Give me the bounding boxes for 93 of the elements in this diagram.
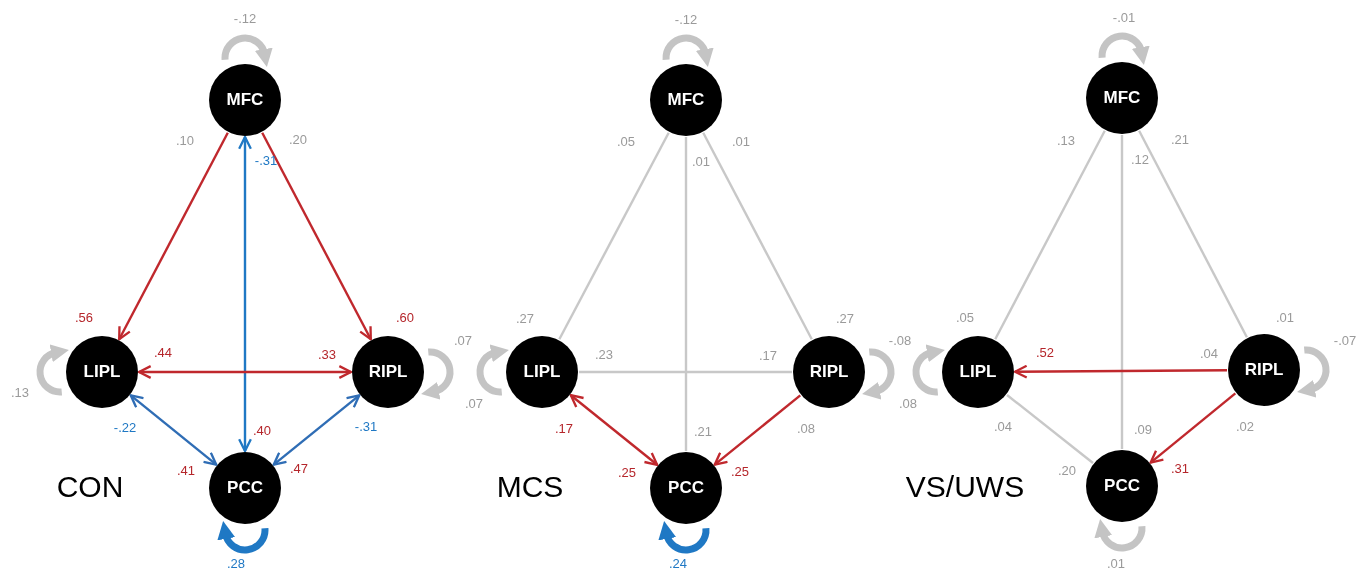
region-node: RIPL [1228,334,1300,406]
path-coefficient: .05 [955,310,975,324]
self-loop-arrow [1094,519,1146,552]
self-loop-arrow [217,521,269,554]
self-loop-arrow [1297,346,1330,398]
path-coefficient: .41 [176,463,196,477]
path-coefficient: .04 [993,419,1013,433]
self-loop-arrow [658,521,710,554]
group-label: CON [56,472,124,502]
path-coefficient: .02 [1235,419,1255,433]
path-coefficient: .60 [395,310,415,324]
edge-label: .28 [226,556,246,570]
path-coefficient: .20 [288,132,308,146]
path-coefficient: .25 [617,465,637,479]
edge-label: -.12 [674,12,698,26]
region-node: MFC [209,64,281,136]
path-coefficient: .10 [175,133,195,147]
edge-label: -.08 [888,333,912,347]
connection-line [702,132,813,340]
path-coefficient: .47 [289,461,309,475]
self-loop-arrow [662,34,714,67]
path-coefficient: .21 [1170,132,1190,146]
path-coefficient: .17 [554,421,574,435]
connection-line [994,130,1106,340]
region-node: LIPL [66,336,138,408]
path-coefficient: .27 [515,311,535,325]
arrow [129,394,218,466]
path-coefficient: .08 [796,421,816,435]
self-loop-arrow [476,344,509,396]
connection-line [1120,135,1124,449]
region-node: PCC [209,452,281,524]
edge-label: .01 [1106,556,1126,570]
path-coefficient: -.31 [354,419,378,433]
path-coefficient: .01 [1275,310,1295,324]
path-coefficient: .44 [153,345,173,359]
region-node: RIPL [793,336,865,408]
path-coefficient: .12 [1130,152,1150,166]
region-node: LIPL [942,336,1014,408]
region-node: LIPL [506,336,578,408]
arrow [238,135,252,453]
path-coefficient: .04 [1199,346,1219,360]
path-coefficient: .31 [1170,461,1190,475]
region-node: PCC [1086,450,1158,522]
group-label: VS/UWS [905,472,1025,502]
path-coefficient: .01 [691,154,711,168]
self-loop-arrow [1098,32,1150,65]
region-node: PCC [650,452,722,524]
edge-label: .24 [668,556,688,570]
connection-line [1138,130,1248,338]
path-coefficient: .56 [74,310,94,324]
connection-line [558,132,670,340]
path-coefficient: .23 [594,347,614,361]
group-label: MCS [496,472,564,502]
arrow [118,132,229,341]
edge-label: -.01 [1112,10,1136,24]
path-coefficient: .52 [1035,345,1055,359]
self-loop-arrow [862,348,895,400]
path-coefficient: -.22 [113,420,137,434]
arrow [713,394,802,466]
path-coefficient: .21 [693,424,713,438]
path-coefficient: .01 [731,134,751,148]
self-loop-arrow [36,344,69,396]
path-coefficient: .20 [1057,463,1077,477]
edge-label: -.07 [1333,333,1357,347]
region-node: RIPL [352,336,424,408]
self-loop-arrow [221,34,273,67]
self-loop-arrow [421,348,454,400]
edge-label: .07 [464,396,484,410]
connection-line [579,370,792,374]
self-loop-arrow [912,344,945,396]
path-coefficient: .09 [1133,422,1153,436]
edge-label: -.12 [233,11,257,25]
edge-label: .13 [10,385,30,399]
path-coefficient: -.31 [254,153,278,167]
path-coefficient: .17 [758,348,778,362]
path-coefficient: .33 [317,347,337,361]
path-coefficient: .05 [616,134,636,148]
arrow [137,365,353,379]
arrow [261,132,372,341]
arrow [272,394,361,466]
region-node: MFC [650,64,722,136]
path-coefficient: .27 [835,311,855,325]
connection-line [684,137,688,451]
connection-line [1006,394,1094,464]
edge-label: .08 [898,396,918,410]
path-coefficient: .13 [1056,133,1076,147]
region-node: MFC [1086,62,1158,134]
path-coefficient: .25 [730,464,750,478]
edge-label: .07 [453,333,473,347]
arrow [569,394,659,466]
arrow [1149,392,1237,464]
path-coefficient: .40 [252,423,272,437]
arrow [1013,364,1227,379]
